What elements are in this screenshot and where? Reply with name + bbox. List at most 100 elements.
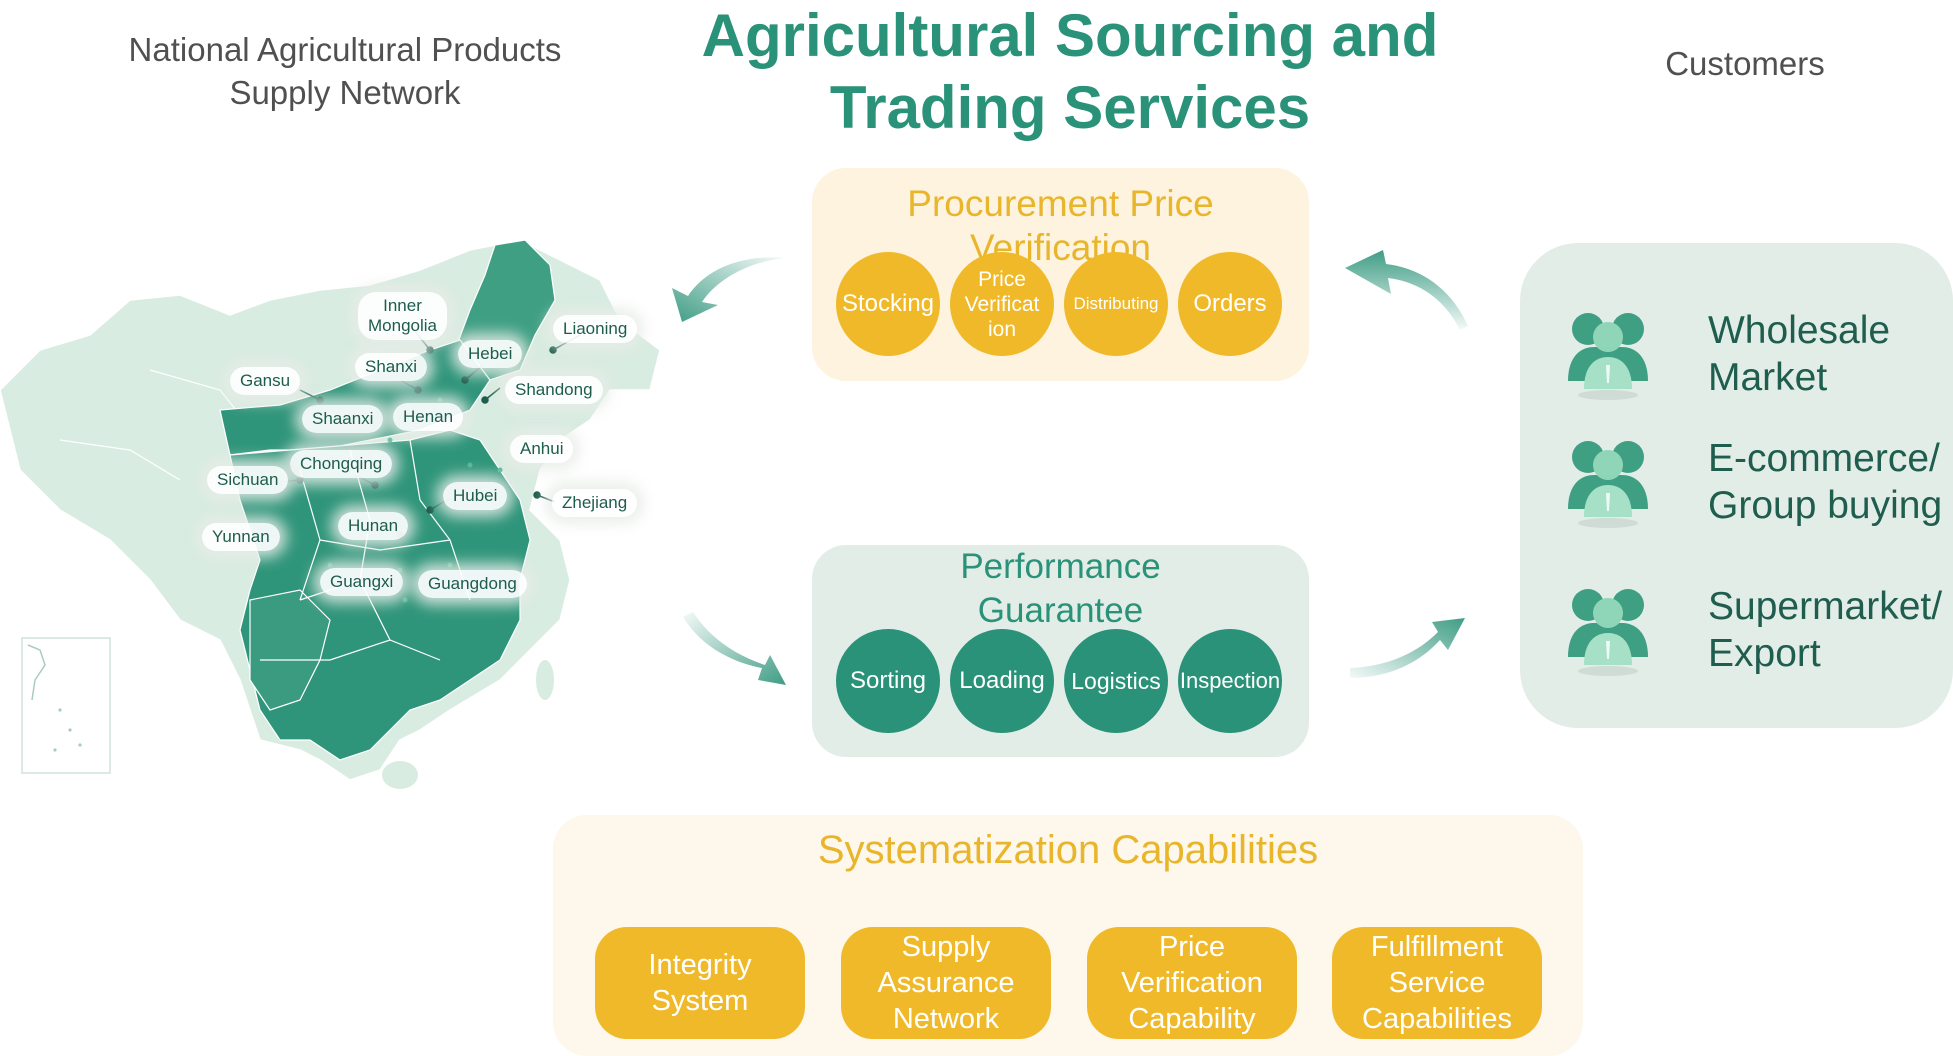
map-dot-accent xyxy=(497,467,503,473)
capability-supply-assurance-network-line-3: Network xyxy=(892,1003,1000,1035)
map-inset-coast xyxy=(27,644,46,701)
page-title-line-1: Agricultural Sourcing and xyxy=(701,2,1439,69)
capability-fulfillment-service-line-3: Capabilities xyxy=(1362,1003,1512,1035)
map-dot-accent xyxy=(387,437,393,443)
step-distributing-label: Distributing xyxy=(1073,294,1159,313)
step-price-verification-line-2: Verificat xyxy=(964,292,1040,316)
map-internal-border-1 xyxy=(260,439,471,661)
capability-supply-assurance-network-line-1: Supply xyxy=(901,931,991,963)
map-inset-frame xyxy=(21,637,111,774)
systematization-title: Systematization Capabilities xyxy=(817,828,1319,872)
supply-network-heading: National Agricultural Products Supply Ne… xyxy=(95,28,595,114)
capability-integrity-system-line-1: Integrity xyxy=(648,949,752,981)
capability-price-verification: Price Verification Capability xyxy=(1087,927,1297,1039)
map-dot-inner-mongolia xyxy=(426,346,434,354)
arrow-customers-to-procurement xyxy=(1345,250,1468,330)
step-stocking-label: Stocking xyxy=(841,290,935,317)
china-supply-map: Inner Mongolia Liaoning Hebei Shanxi Gan… xyxy=(0,240,680,810)
capability-price-verification-line-2: Verification xyxy=(1121,967,1263,999)
step-distributing: Distributing xyxy=(1064,252,1168,356)
map-dot-accent xyxy=(437,397,443,403)
user-group-icon xyxy=(1568,313,1648,400)
customers-panel: Wholesale Market E-commerce/ Group buyin… xyxy=(1520,243,1953,728)
procurement-panel: Procurement Price Verification Stocking … xyxy=(812,168,1309,381)
map-dot-accent xyxy=(447,562,453,568)
customer-supermarket-label: Supermarket/ Export xyxy=(1708,583,1953,677)
map-dot-accent xyxy=(402,597,408,603)
province-label-guangdong: Guangdong xyxy=(418,570,527,598)
performance-title: Performance Guarantee xyxy=(812,545,1309,633)
capability-integrity-system: Integrity System xyxy=(595,927,805,1039)
performance-title-line-2: Guarantee xyxy=(977,591,1144,630)
page-title: Agricultural Sourcing and Trading Servic… xyxy=(640,0,1500,144)
province-label-hebei: Hebei xyxy=(458,340,523,368)
customer-ecommerce-label: E-commerce/ Group buying xyxy=(1708,435,1953,529)
step-sorting: Sorting xyxy=(836,629,940,733)
step-loading-label: Loading xyxy=(959,667,1045,694)
customer-ecommerce-line-2: Group buying xyxy=(1708,484,1943,527)
systematization-panel: Systematization Capabilities Integrity S… xyxy=(553,815,1583,1056)
map-inset-island xyxy=(78,743,82,747)
map-inset-island xyxy=(58,708,62,712)
capability-fulfillment-service-line-2: Service xyxy=(1388,967,1486,999)
province-label-anhui: Anhui xyxy=(510,435,574,463)
province-label-chongqing: Chongqing xyxy=(290,450,393,478)
province-label-yunnan: Yunnan xyxy=(202,523,280,551)
map-dot-hebei xyxy=(461,376,469,384)
map-dot-accent xyxy=(467,462,473,468)
province-label-guangxi: Guangxi xyxy=(320,568,404,596)
province-label-inner-mongolia: Inner Mongolia xyxy=(358,292,447,340)
map-base-border-2 xyxy=(59,439,181,481)
capability-price-verification-line-1: Price xyxy=(1158,931,1226,963)
user-group-icon xyxy=(1568,441,1648,528)
arrow-procurement-to-map xyxy=(672,257,785,322)
customer-supermarket-line-2: Export xyxy=(1708,632,1821,675)
performance-panel: Performance Guarantee Sorting Loading Lo… xyxy=(812,545,1309,757)
province-label-zhejiang: Zhejiang xyxy=(552,489,638,517)
map-inset-island xyxy=(53,748,57,752)
capability-fulfillment-service-line-1: Fulfillment xyxy=(1370,931,1504,963)
map-dot-shanxi xyxy=(414,386,422,394)
map-inset-island xyxy=(68,728,72,732)
province-label-line: Mongolia xyxy=(368,316,437,335)
province-label-henan: Henan xyxy=(393,403,464,431)
step-price-verification-line-1: Price xyxy=(978,267,1026,291)
map-dot-chongqing xyxy=(371,481,379,489)
province-label-hunan: Hunan xyxy=(338,512,409,540)
arrow-performance-to-customers xyxy=(1350,618,1465,678)
map-dot-liaoning xyxy=(549,346,557,354)
page-title-line-2: Trading Services xyxy=(829,74,1311,141)
customer-wholesale-market-line-2: Market xyxy=(1708,356,1828,399)
customer-wholesale-market-label: Wholesale Market xyxy=(1708,307,1953,401)
province-label-sichuan: Sichuan xyxy=(207,466,289,494)
province-label-hubei: Hubei xyxy=(443,482,508,510)
province-label-liaoning: Liaoning xyxy=(553,315,638,343)
customer-wholesale-market-line-1: Wholesale xyxy=(1708,309,1891,352)
capability-supply-assurance-network-line-2: Assurance xyxy=(877,967,1015,999)
map-region-hainan xyxy=(382,761,418,789)
step-logistics: Logistics xyxy=(1064,629,1168,733)
map-region-southwest xyxy=(249,589,331,711)
supply-network-heading-line-2: Supply Network xyxy=(229,74,461,111)
map-dot-gansu xyxy=(316,396,324,404)
arrow-map-to-performance xyxy=(683,612,786,685)
capability-fulfillment-service: Fulfillment Service Capabilities xyxy=(1332,927,1542,1039)
step-loading: Loading xyxy=(950,629,1054,733)
step-logistics-label: Logistics xyxy=(1071,667,1161,694)
user-group-icon xyxy=(1568,589,1648,676)
step-inspection-label: Inspection xyxy=(1179,668,1281,693)
province-label-shandong: Shandong xyxy=(505,376,603,404)
map-dot-shandong xyxy=(481,396,489,404)
map-dot-accent xyxy=(327,562,333,568)
map-dot-hubei xyxy=(426,506,434,514)
province-label-line: Inner xyxy=(383,296,422,315)
province-label-shanxi: Shanxi xyxy=(355,353,427,381)
step-orders: Orders xyxy=(1178,252,1282,356)
performance-title-line-1: Performance xyxy=(960,547,1161,586)
capability-price-verification-line-3: Capability xyxy=(1128,1003,1256,1035)
capability-supply-assurance-network: Supply Assurance Network xyxy=(841,927,1051,1039)
step-orders-label: Orders xyxy=(1193,290,1267,317)
customer-ecommerce-line-1: E-commerce/ xyxy=(1708,437,1940,480)
step-stocking: Stocking xyxy=(836,252,940,356)
supply-network-heading-line-1: National Agricultural Products xyxy=(128,31,562,68)
